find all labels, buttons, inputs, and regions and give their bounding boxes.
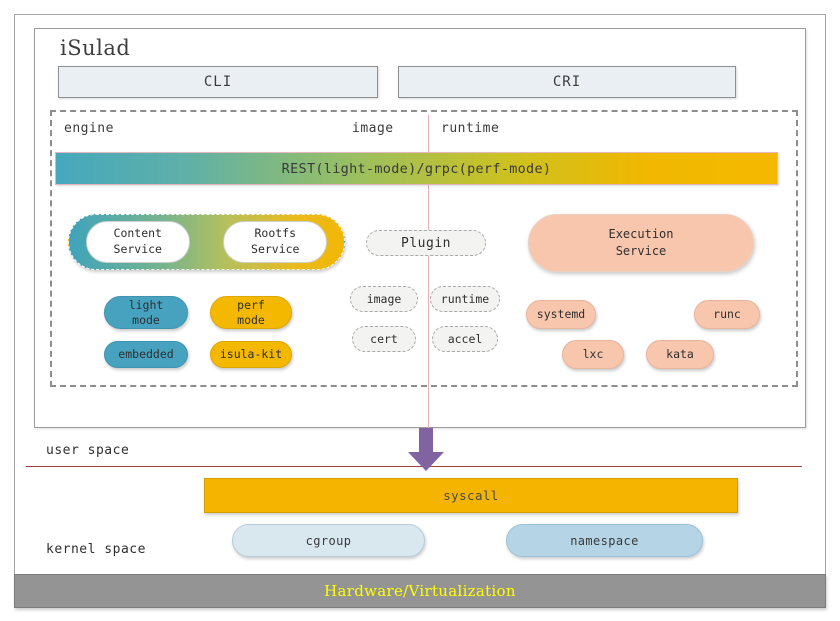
diagram-title: iSulad bbox=[60, 36, 131, 60]
plugin-item-cert[interactable]: cert bbox=[352, 326, 416, 352]
execution-service-line2: Service bbox=[615, 244, 667, 258]
rest-grpc-bar: REST(light-mode)/grpc(perf-mode) bbox=[55, 152, 778, 185]
runtime-pill-kata[interactable]: kata bbox=[646, 340, 714, 369]
plugin-box[interactable]: Plugin bbox=[366, 230, 486, 256]
service-box-content[interactable]: Content Service bbox=[85, 221, 190, 263]
user-kernel-divider bbox=[26, 466, 802, 467]
service-content-line1: Content bbox=[113, 226, 162, 241]
plugin-item-runtime[interactable]: runtime bbox=[430, 286, 500, 312]
down-arrow-icon bbox=[406, 428, 446, 472]
pill-embedded-label: embedded bbox=[118, 347, 174, 362]
kernel-component-namespace-label: namespace bbox=[570, 533, 639, 548]
pill-light-mode-line1: light bbox=[128, 297, 164, 312]
interface-label-cli: CLI bbox=[203, 74, 233, 90]
runtime-pill-runc-label: runc bbox=[713, 307, 741, 322]
daemon-dashed-container bbox=[50, 110, 798, 387]
plugin-label: Plugin bbox=[401, 235, 451, 251]
plugin-item-accel-label: accel bbox=[447, 332, 483, 346]
plugin-item-image[interactable]: image bbox=[350, 286, 418, 312]
column-label-image: image bbox=[352, 121, 394, 136]
execution-service-box[interactable]: Execution Service bbox=[528, 214, 754, 272]
interface-box-cri[interactable]: CRI bbox=[398, 66, 736, 98]
rest-grpc-label: REST(light-mode)/grpc(perf-mode) bbox=[281, 160, 552, 177]
pill-perf-mode-line2: mode bbox=[237, 312, 265, 327]
pill-embedded[interactable]: embedded bbox=[104, 341, 188, 368]
hardware-bar: Hardware/Virtualization bbox=[14, 574, 826, 608]
pill-isula-kit[interactable]: isula-kit bbox=[210, 341, 292, 368]
kernel-component-cgroup-label: cgroup bbox=[305, 533, 352, 548]
label-kernel-space: kernel space bbox=[46, 542, 146, 557]
plugin-item-accel[interactable]: accel bbox=[432, 326, 498, 352]
service-content-line2: Service bbox=[113, 242, 162, 256]
hardware-label: Hardware/Virtualization bbox=[324, 582, 516, 600]
kernel-component-namespace[interactable]: namespace bbox=[506, 524, 703, 557]
column-label-engine: engine bbox=[64, 121, 114, 136]
syscall-label: syscall bbox=[443, 488, 499, 503]
runtime-pill-runc[interactable]: runc bbox=[694, 300, 760, 329]
pill-isula-kit-label: isula-kit bbox=[219, 347, 283, 362]
runtime-pill-kata-label: kata bbox=[666, 347, 694, 362]
service-capsule: Content Service Rootfs Service bbox=[68, 214, 345, 270]
kernel-component-cgroup[interactable]: cgroup bbox=[232, 524, 425, 557]
label-user-space: user space bbox=[46, 443, 130, 458]
plugin-item-cert-label: cert bbox=[370, 332, 398, 346]
pill-light-mode[interactable]: light mode bbox=[104, 296, 188, 329]
interface-box-cli[interactable]: CLI bbox=[58, 66, 378, 98]
runtime-pill-lxc-label: lxc bbox=[582, 347, 604, 362]
execution-service-line1: Execution bbox=[608, 226, 674, 241]
syscall-bar: syscall bbox=[204, 478, 738, 513]
plugin-item-image-label: image bbox=[366, 292, 402, 306]
pill-perf-mode[interactable]: perf mode bbox=[210, 296, 292, 329]
pill-perf-mode-line1: perf bbox=[237, 297, 265, 312]
service-rootfs-line2: Service bbox=[251, 242, 300, 256]
vertical-divider-line bbox=[428, 115, 429, 428]
service-rootfs-line1: Rootfs bbox=[254, 226, 297, 241]
interface-label-cri: CRI bbox=[552, 74, 582, 90]
runtime-pill-systemd[interactable]: systemd bbox=[526, 300, 596, 329]
runtime-pill-lxc[interactable]: lxc bbox=[562, 340, 624, 369]
pill-light-mode-line2: mode bbox=[132, 312, 160, 327]
service-box-rootfs[interactable]: Rootfs Service bbox=[223, 221, 328, 263]
column-label-runtime: runtime bbox=[441, 121, 500, 136]
runtime-pill-systemd-label: systemd bbox=[536, 307, 586, 322]
plugin-item-runtime-label: runtime bbox=[440, 292, 490, 306]
